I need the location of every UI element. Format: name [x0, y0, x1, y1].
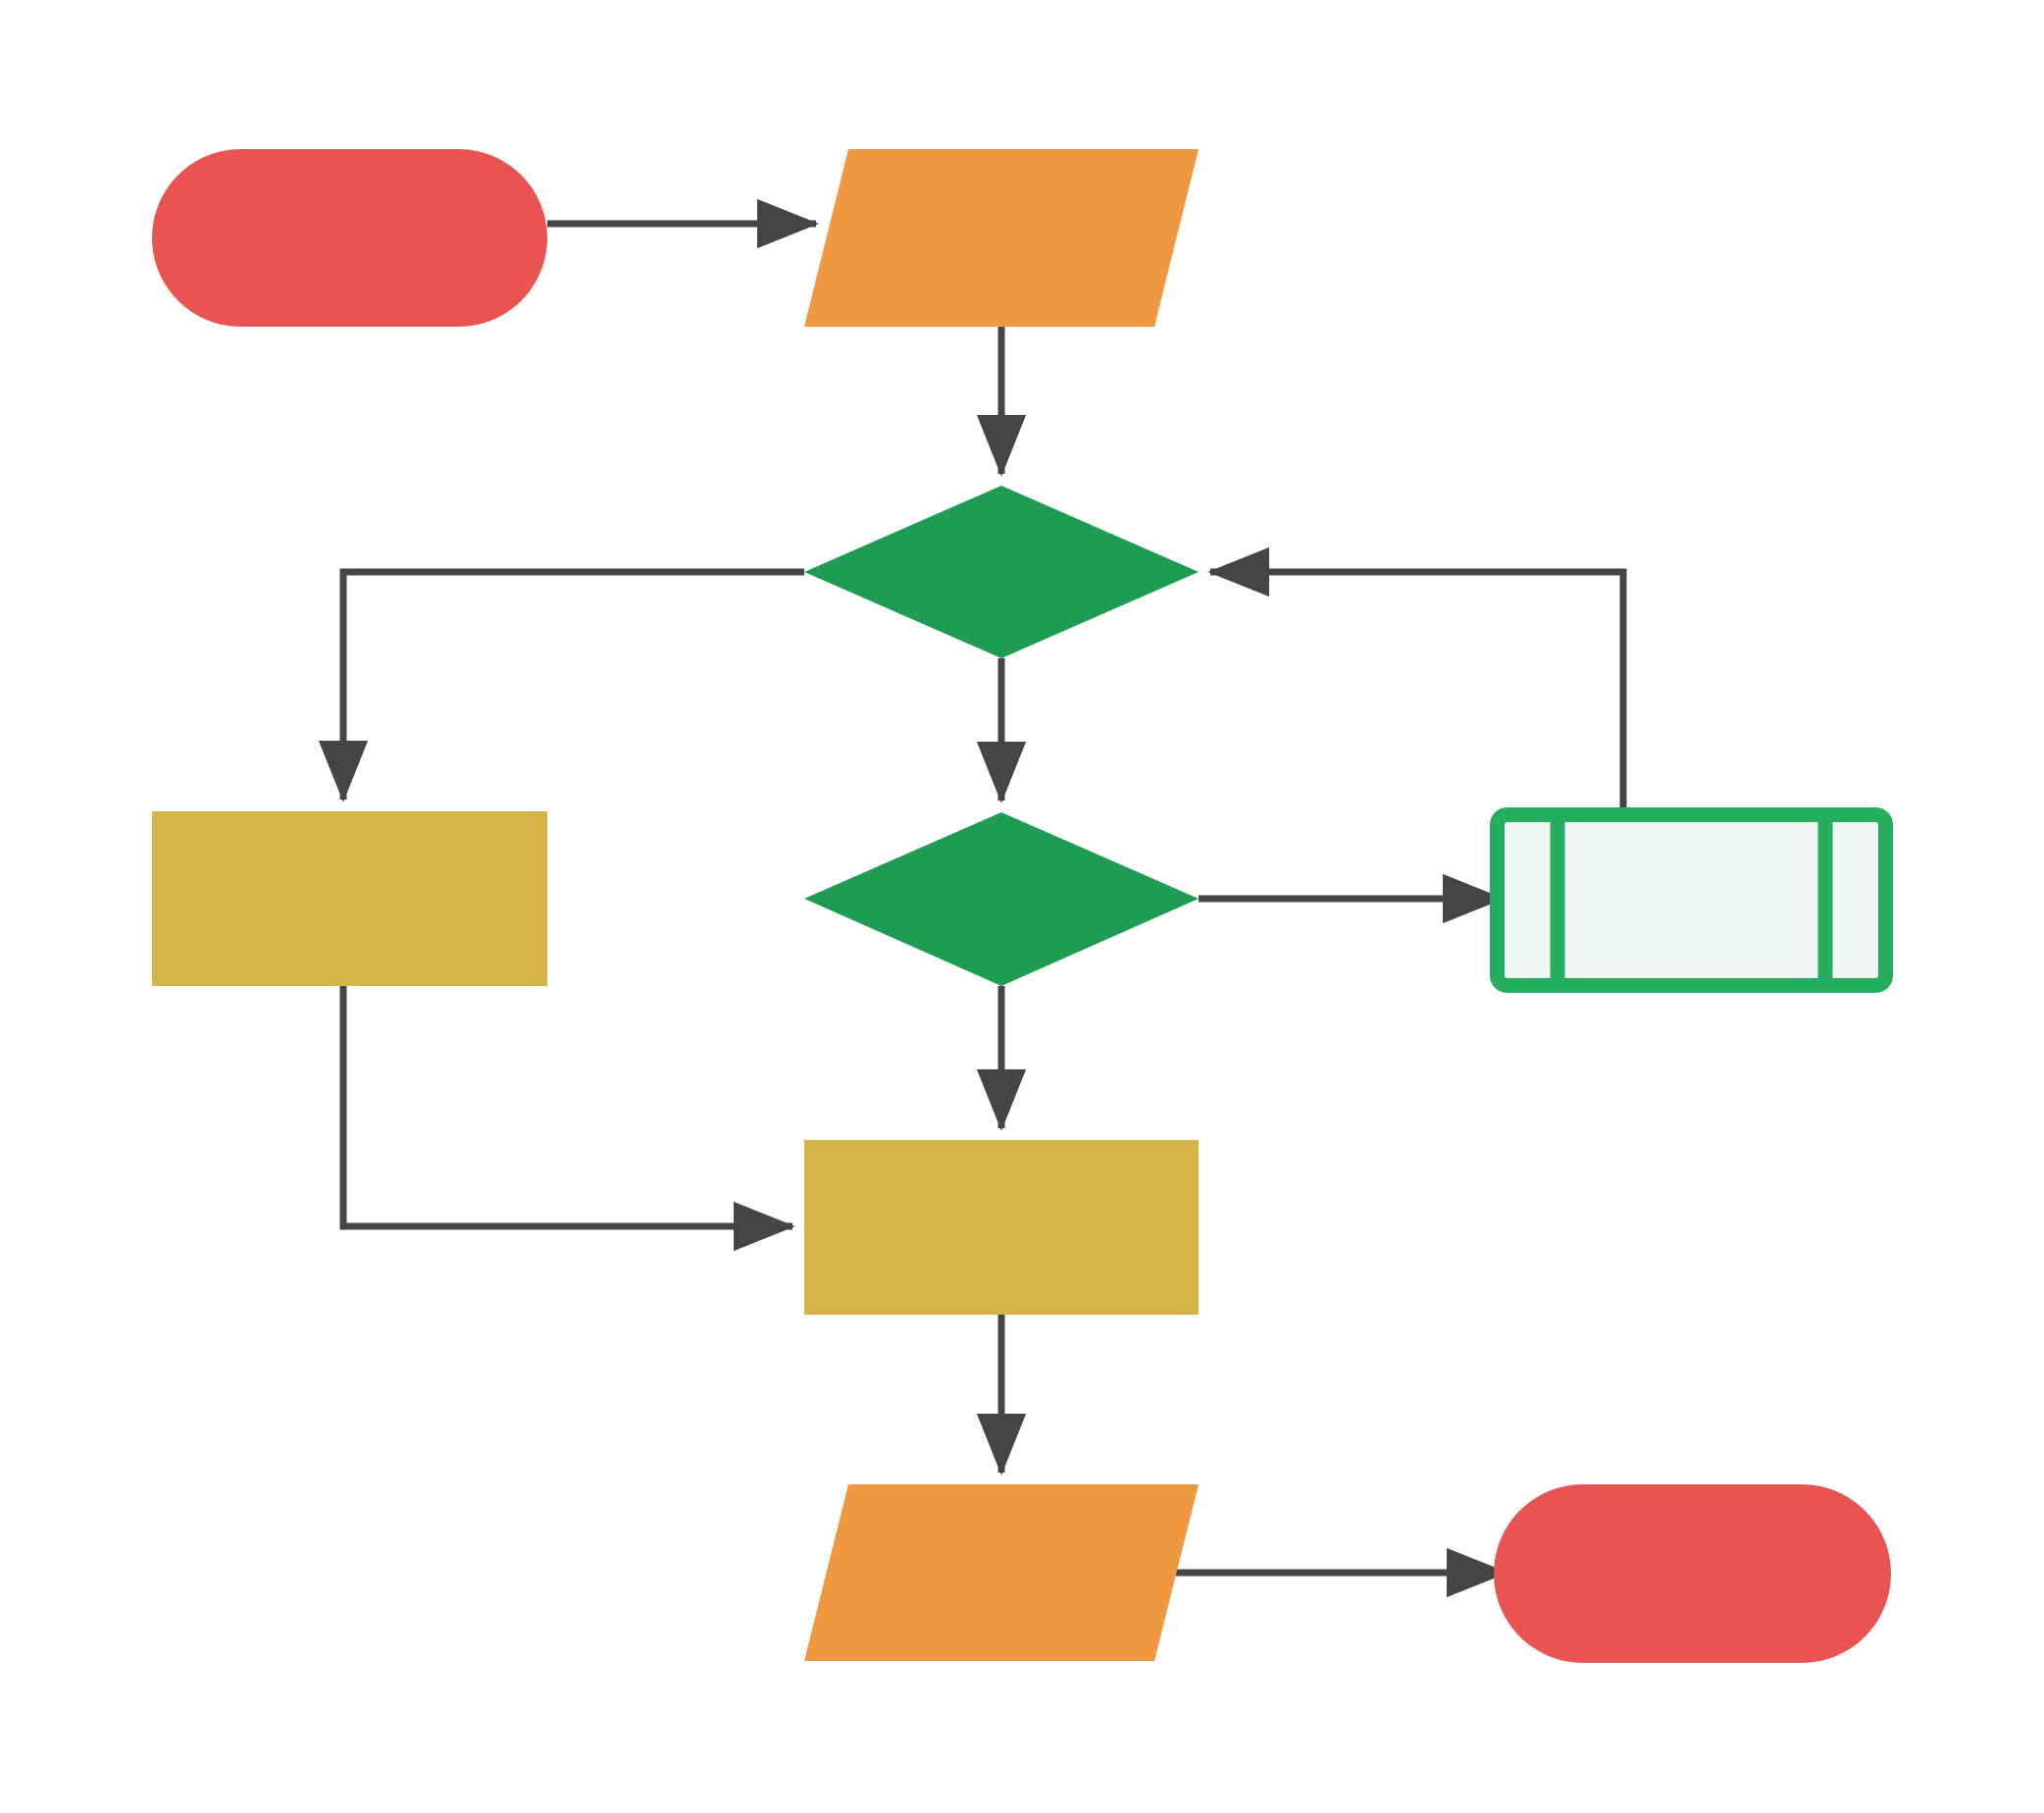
- node-start[interactable]: [152, 149, 547, 327]
- subroutine-outer-shape[interactable]: [1490, 807, 1893, 993]
- node-process-left[interactable]: [152, 811, 547, 986]
- decision-1-diamond-shape[interactable]: [804, 486, 1199, 658]
- start-terminator-shape[interactable]: [152, 149, 547, 327]
- edge-layer: [318, 198, 1627, 1598]
- end-terminator-shape[interactable]: [1494, 1484, 1891, 1663]
- node-decision-2[interactable]: [804, 812, 1199, 986]
- output-parallelogram-shape[interactable]: [804, 1484, 1199, 1661]
- node-decision-1[interactable]: [804, 486, 1199, 658]
- node-input[interactable]: [804, 149, 1199, 327]
- edge-subroutine-to-decision-1: [1207, 546, 1627, 807]
- process-left-rect-shape[interactable]: [152, 811, 547, 986]
- node-output[interactable]: [804, 1484, 1199, 1661]
- node-end[interactable]: [1494, 1484, 1891, 1663]
- decision-2-diamond-shape[interactable]: [804, 812, 1199, 986]
- node-process-main[interactable]: [804, 1140, 1199, 1315]
- input-parallelogram-shape[interactable]: [804, 149, 1199, 327]
- node-subroutine[interactable]: [1490, 807, 1893, 993]
- process-main-rect-shape[interactable]: [804, 1140, 1199, 1315]
- edge-decision-1-to-process-left: [318, 568, 804, 803]
- node-layer: [152, 149, 1893, 1663]
- edge-process-left-to-process-main: [339, 986, 795, 1252]
